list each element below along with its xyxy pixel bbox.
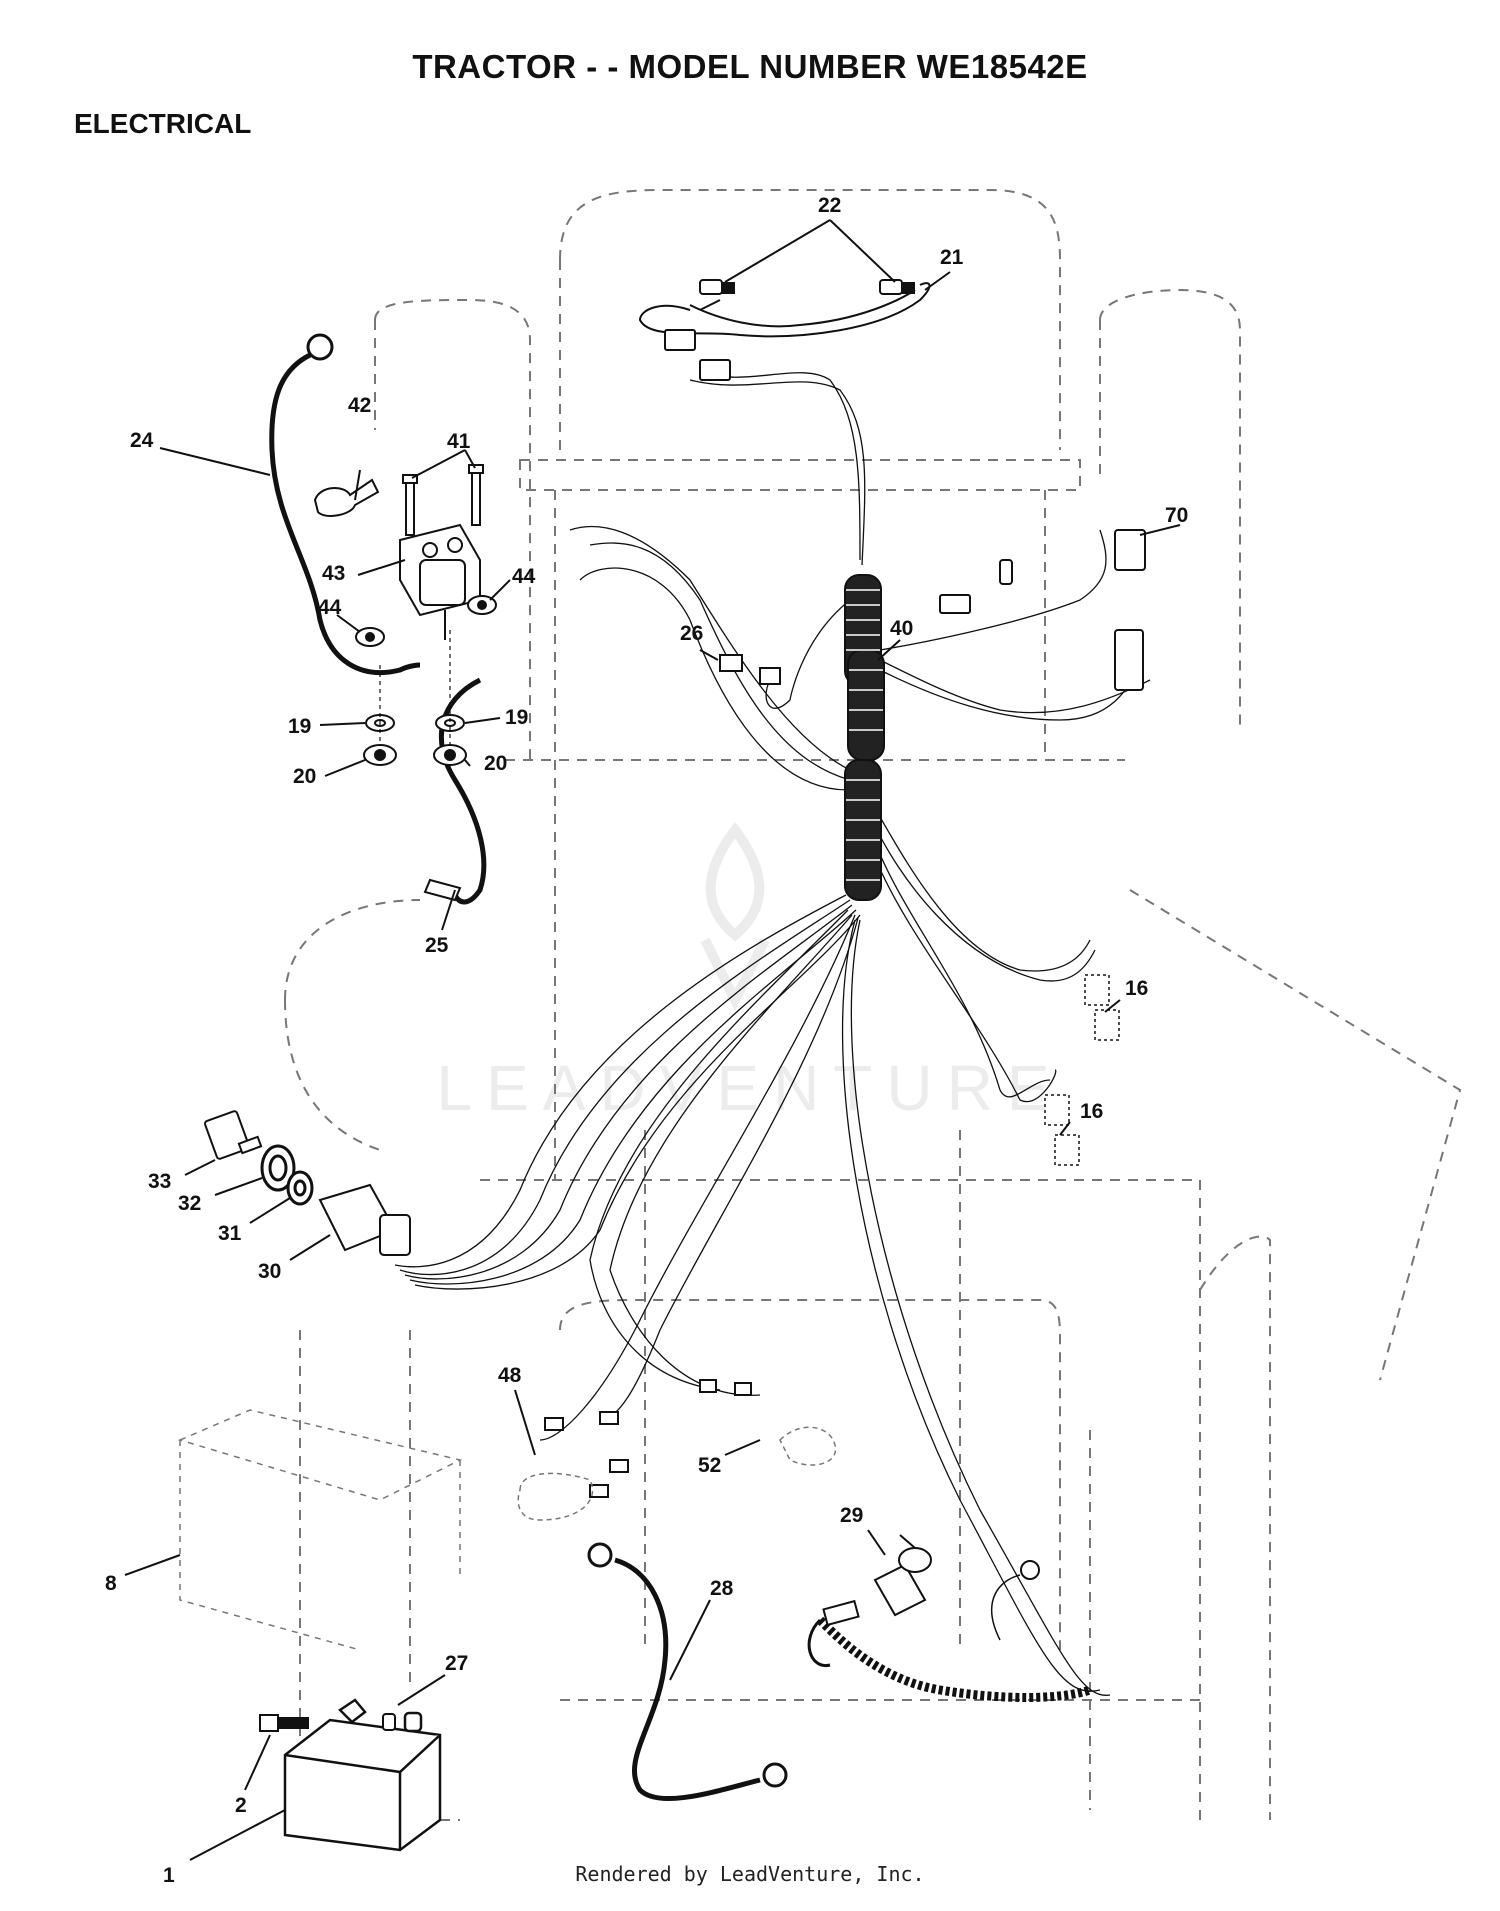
page-title: TRACTOR - - MODEL NUMBER WE18542E	[412, 48, 1088, 85]
headlight-bulb-left	[699, 279, 735, 295]
coil-cable-end	[807, 1618, 831, 1667]
callout-16-lower: 16	[1080, 1100, 1103, 1123]
callout-42: 42	[348, 394, 371, 417]
callout-19-right: 19	[505, 706, 528, 729]
lamp-socket-48	[517, 1472, 594, 1521]
callout-29: 29	[840, 1504, 863, 1527]
bezel-32	[260, 1144, 296, 1192]
callout-19-left: 19	[288, 715, 311, 738]
ground-wire-29	[990, 1574, 1021, 1641]
connector-48	[544, 1411, 629, 1498]
cable-terminal-ring	[762, 1762, 788, 1788]
callout-8: 8	[105, 1572, 117, 1595]
callout-70: 70	[1165, 504, 1188, 527]
connector-29	[822, 1599, 860, 1627]
callout-30: 30	[258, 1260, 281, 1283]
nut-20	[363, 744, 467, 766]
wire-harness	[394, 369, 1151, 1696]
callout-32: 32	[178, 1192, 201, 1215]
callout-27: 27	[445, 1652, 468, 1675]
nut-31	[286, 1170, 314, 1206]
callout-leaders	[124, 219, 1181, 1861]
callout-26: 26	[680, 622, 703, 645]
callout-24: 24	[130, 429, 154, 452]
nut-44	[355, 595, 497, 647]
callout-20-left: 20	[293, 765, 316, 788]
washer-19	[365, 714, 465, 732]
headlight-bulb-right	[879, 279, 915, 295]
callout-labels: 22 21 42 41 24 70 43 44 44 26 40 19 19 2…	[105, 194, 1188, 1887]
callout-33: 33	[148, 1170, 171, 1193]
battery-cable-24	[269, 352, 421, 676]
callout-52: 52	[698, 1454, 721, 1477]
callout-40: 40	[890, 617, 913, 640]
callout-21: 21	[940, 246, 964, 269]
callout-2: 2	[235, 1794, 247, 1817]
callout-20-right: 20	[484, 752, 507, 775]
headlight-harness	[638, 282, 931, 338]
callout-22: 22	[818, 194, 841, 217]
deck-plate-outline	[177, 1409, 463, 1651]
nut-27	[382, 1713, 396, 1731]
callout-44-right: 44	[512, 565, 536, 588]
harness-connector-top	[664, 329, 731, 381]
bolt-41	[402, 464, 484, 536]
callout-25: 25	[425, 934, 449, 957]
conduit-ridges	[846, 589, 883, 881]
battery-1	[283, 1698, 442, 1852]
ground-cable-28	[614, 1557, 761, 1802]
cable-terminal-25	[423, 878, 462, 902]
lamp-socket-52	[779, 1426, 837, 1466]
wire-conduit-coil	[844, 574, 885, 901]
callout-43: 43	[322, 562, 345, 585]
watermark-flame-icon	[700, 821, 770, 1012]
ignition-switch-30	[318, 1183, 411, 1256]
render-credit: Rendered by LeadVenture, Inc.	[575, 1862, 925, 1886]
callout-31: 31	[218, 1222, 242, 1245]
watermark-text: LEADVENTURE	[437, 1052, 1064, 1124]
callout-48: 48	[498, 1364, 522, 1387]
callout-1: 1	[163, 1864, 175, 1887]
section-heading: ELECTRICAL	[74, 108, 252, 139]
callout-16-upper: 16	[1125, 977, 1148, 1000]
switch-16	[1044, 974, 1120, 1166]
cable-terminal-ring	[587, 1542, 613, 1568]
callout-28: 28	[710, 1577, 734, 1600]
fuse-26	[719, 654, 781, 685]
ground-terminal-ring	[1020, 1560, 1040, 1580]
starter-cable-25	[438, 677, 487, 905]
connector-52	[699, 1379, 752, 1396]
fuel-solenoid-29	[873, 1534, 932, 1617]
starter-solenoid	[399, 523, 481, 640]
connector-70	[939, 529, 1146, 691]
frame-outline	[284, 189, 1462, 1821]
callout-44-left: 44	[318, 596, 342, 619]
cable-terminal-ring	[306, 333, 334, 361]
boot-42	[313, 478, 380, 517]
ignition-key-33	[204, 1110, 263, 1160]
callout-41: 41	[447, 430, 471, 453]
coil-cable	[816, 1616, 1092, 1702]
bolt-2	[259, 1714, 309, 1732]
